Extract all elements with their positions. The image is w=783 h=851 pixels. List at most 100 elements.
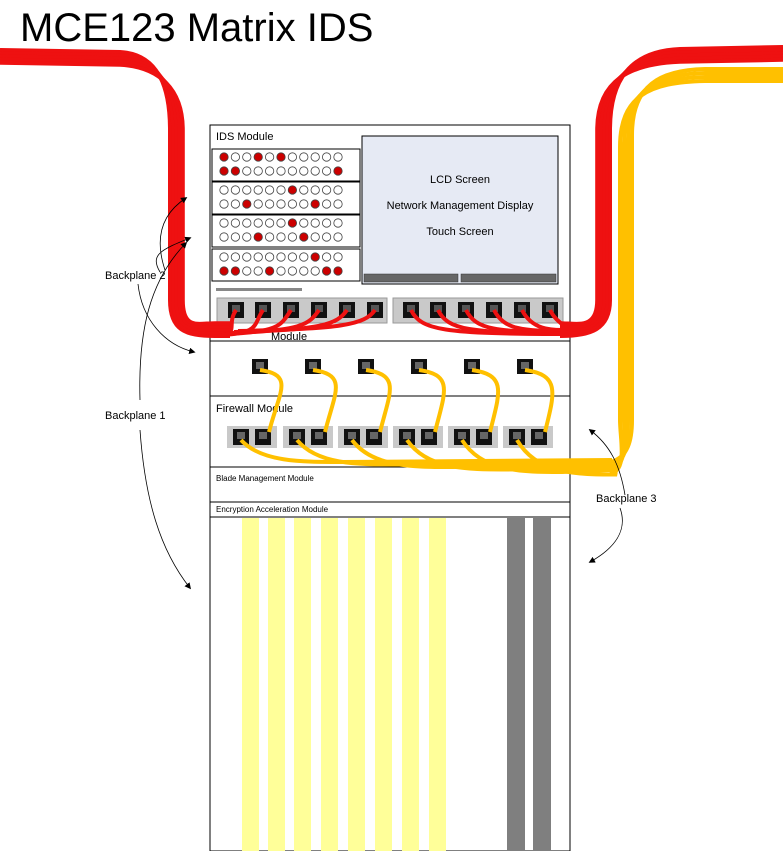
led-off (287, 266, 297, 276)
led-off (230, 252, 240, 262)
backplane-1-arrow-up (139, 241, 188, 401)
led-off (253, 218, 263, 228)
encryption-module-label: Encryption Acceleration Module (216, 505, 329, 514)
led-off (287, 166, 297, 176)
led-off (299, 199, 309, 209)
led-off (242, 252, 252, 262)
led-off (333, 199, 343, 209)
red-cable-left-trunk (0, 48, 230, 338)
led-off (264, 166, 275, 176)
switch-port-jack (490, 305, 498, 312)
led-off (333, 218, 343, 228)
yellow-cable-short (259, 368, 284, 433)
led-off (299, 185, 309, 195)
firewall-port-jack (458, 432, 466, 439)
led-off (333, 252, 343, 262)
led-off (333, 152, 343, 162)
firewall-port-jack (480, 432, 488, 439)
yellow-cables (239, 67, 783, 477)
red-cables (0, 45, 783, 338)
led-red (264, 266, 275, 276)
firewall-port-jack (403, 432, 411, 439)
switch-ports (228, 302, 558, 318)
led-off (242, 185, 252, 195)
led-red (310, 199, 320, 209)
led-off (321, 232, 332, 242)
led-red (310, 252, 320, 262)
firewall-port-jack (513, 432, 521, 439)
red-cable-left-trunk (0, 60, 230, 326)
led-off (276, 266, 286, 276)
yellow-stripe (242, 518, 259, 851)
led-off (310, 166, 320, 176)
led-off (242, 266, 252, 276)
led-off (253, 252, 263, 262)
yellow-stripe (321, 518, 338, 851)
switch-port-jack (407, 305, 415, 312)
backplane-3-arrow-up (588, 429, 626, 496)
firewall-port-jack (293, 432, 301, 439)
yellow-stripe (402, 518, 419, 851)
led-off (287, 232, 297, 242)
led-off (230, 152, 240, 162)
led-off (276, 232, 286, 242)
led-off (230, 199, 240, 209)
led-off (276, 166, 286, 176)
switch-port-jack (462, 305, 470, 312)
backplane-2-label: Backplane 2 (105, 270, 166, 282)
led-off (299, 266, 309, 276)
red-cable-right-trunk (559, 51, 783, 332)
led-red (253, 232, 263, 242)
led-off (219, 252, 229, 262)
led-off (242, 166, 252, 176)
backplane-3-label: Backplane 3 (596, 493, 657, 505)
led-off (287, 252, 297, 262)
switch-panel-right (392, 297, 564, 324)
led-off (321, 199, 332, 209)
led-red (230, 166, 240, 176)
gray-stripe (533, 518, 551, 851)
blade-management-label: Blade Management Module (216, 474, 314, 483)
switch-port-jack (343, 305, 351, 312)
led-red (242, 199, 252, 209)
led-off (219, 199, 229, 209)
yellow-cable-bundle (609, 75, 783, 472)
lcd-screen[interactable]: LCD Screen Network Management Display To… (361, 135, 559, 285)
led-off (310, 185, 320, 195)
switch-port-jack (546, 305, 554, 312)
yellow-cable-short (524, 368, 555, 433)
led-red (287, 218, 297, 228)
led-off (299, 152, 309, 162)
led-off (264, 252, 275, 262)
led-red (333, 166, 343, 176)
led-off (264, 152, 275, 162)
switch-port-jack (315, 305, 323, 312)
led-off (242, 218, 252, 228)
lcd-line-2: Network Management Display (387, 200, 534, 212)
led-off (253, 166, 263, 176)
backplane-1-label: Backplane 1 (105, 410, 166, 422)
router-port-jack (468, 362, 476, 369)
ids-module-label: IDS Module (216, 131, 273, 143)
port-strip-bar (216, 288, 302, 291)
yellow-cable-short (312, 368, 338, 433)
led-off (287, 199, 297, 209)
switch-port-jack (232, 305, 240, 312)
switch-port-jack (518, 305, 526, 312)
led-off (253, 185, 263, 195)
firewall-module-label: Firewall Module (216, 403, 293, 415)
led-off (321, 252, 332, 262)
firewall-port-jack (370, 432, 378, 439)
led-off (264, 232, 275, 242)
router-port-jack (521, 362, 529, 369)
led-off (321, 166, 332, 176)
router-port-jack (415, 362, 423, 369)
router-port-jack (256, 362, 264, 369)
backplane-2-arrow-mid (155, 236, 192, 273)
yellow-stripe (294, 518, 311, 851)
led-off (276, 185, 286, 195)
gray-stripe (507, 518, 525, 851)
led-red (299, 232, 309, 242)
firewall-port-jack (535, 432, 543, 439)
led-red (333, 266, 343, 276)
